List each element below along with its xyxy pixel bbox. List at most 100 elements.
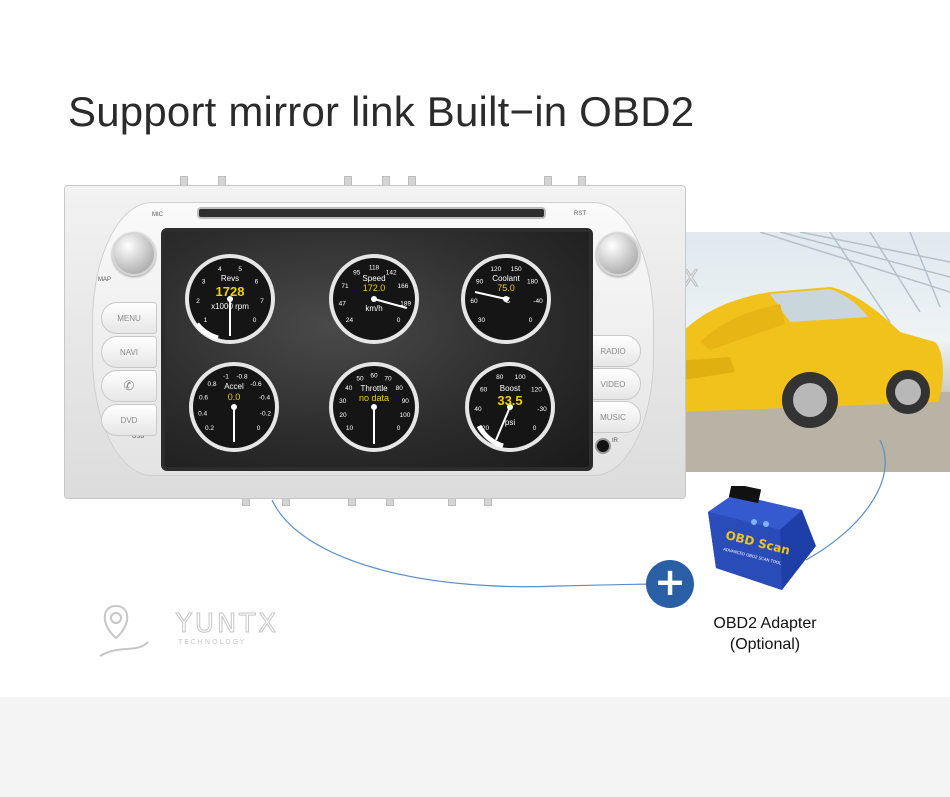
throttle-gauge-tick: 10 [346,425,354,432]
mic-label: MIC [152,212,163,218]
boost-gauge-unit: psi [504,418,516,427]
page-headline: Support mirror link Built−in OBD2 [68,88,695,135]
brand-watermark-bottom: YUNTX TECHNOLOGY [96,598,286,673]
revs-gauge-dial: 1 2 3 4 5 6 7 0 [185,254,275,344]
revs-gauge-tick: 3 [202,279,206,286]
volume-knob[interactable] [112,232,156,276]
boost-gauge-value: 33.5 [497,393,523,408]
boost-gauge-tick: 40 [474,406,482,413]
accel-gauge-tick: 0.2 [205,425,214,432]
coolant-gauge-tick: 90 [476,279,484,286]
revs-gauge-label: Revs [220,274,240,283]
throttle-gauge-tick: 70 [384,376,392,383]
car-photo [640,232,950,472]
adapter-optional-note: (Optional) [729,636,801,653]
speed-gauge-label: Speed [362,274,386,283]
dvd-button[interactable]: DVD [101,404,157,436]
revs-gauge-tick: 5 [238,266,242,273]
throttle-gauge-tick: 0 [397,425,401,432]
throttle-gauge-tick: 60 [370,373,378,380]
throttle-gauge-tick: 40 [345,385,353,392]
throttle-gauge-tick: 90 [402,398,410,405]
coolant-gauge-tick: -40 [533,298,543,305]
accel-gauge-value: 0.0 [227,392,241,402]
rst-label: RST [574,211,586,217]
revs-gauge-unit: x1000 rpm [211,302,249,311]
radio-button[interactable]: RADIO [585,335,641,367]
boost-gauge-label: Boost [499,384,521,393]
usb-label: USB [132,434,145,440]
coolant-gauge-tick: 180 [527,279,538,286]
throttle-gauge-label: Throttle [360,384,388,393]
boost-gauge-tick: 20 [482,425,490,432]
speed-gauge-value: 172.0 [362,283,386,293]
brand-logo-subtext-bottom: TECHNOLOGY [177,638,246,646]
phone-button[interactable]: ✆ [101,370,157,402]
revs-gauge-tick: 1 [204,317,208,324]
boost-gauge-tick: 60 [480,387,488,394]
boost-gauge-tick: 80 [496,374,504,381]
coolant-gauge-tick: 60 [470,298,478,305]
ir-sensor [595,438,611,454]
speed-gauge-tick: 95 [353,270,361,277]
ir-label: IR [612,438,618,444]
speed-gauge-tick: 47 [339,301,347,308]
speed-gauge-tick: 24 [346,317,354,324]
accel-gauge-tick: -0.4 [259,395,271,402]
speed-gauge-tick: 118 [369,265,380,272]
head-unit: MIC RST MAP USB IR MENU NAVI ✆ DVD RADIO… [64,176,686,506]
menu-button[interactable]: MENU [101,302,157,334]
bottom-band [0,697,950,797]
navi-button[interactable]: NAVI [101,336,157,368]
revs-gauge[interactable]: 1 2 3 4 5 6 7 0 Revs 1728 x1000 rpm [183,252,277,346]
coolant-gauge-tick: 30 [478,317,486,324]
music-button[interactable]: MUSIC [585,401,641,433]
adapter-name: OBD2 Adapter [713,615,817,632]
coolant-gauge-unit: °C [501,296,511,305]
accel-gauge-tick: -0.6 [250,381,262,388]
speed-gauge-tick: 166 [398,283,409,290]
accel-gauge-tick: -0.2 [260,411,272,418]
revs-gauge-value: 1728 [215,284,245,299]
speed-gauge-unit: km/h [365,304,383,313]
throttle-gauge-tick: 20 [339,412,347,419]
boost-gauge-tick: 0 [533,425,537,432]
coolant-gauge-label: Coolant [492,274,520,283]
coolant-gauge-tick: 150 [511,266,522,273]
map-label: MAP [98,277,112,283]
obd2-adapter-device: OBD Scan ADVANCED OBD2 SCAN TOOL [694,483,824,601]
throttle-gauge-tick: 100 [400,412,411,419]
accel-gauge-tick: -0.8 [236,374,248,381]
throttle-gauge-tick: 50 [356,376,364,383]
throttle-gauge-tick: 30 [339,398,347,405]
revs-gauge-tick: 0 [253,317,257,324]
brand-logo-text-bottom: YUNTX [175,609,279,639]
revs-gauge-tick: 7 [260,298,264,305]
revs-gauge-tick: 4 [218,266,222,273]
accel-gauge-dial: 0.20.40.60.8-1-0.8-0.6-0.4-0.20 [189,362,279,452]
boost-gauge-tick: 120 [531,387,542,394]
accel-gauge-tick: 0 [257,425,261,432]
speed-gauge-tick: 189 [400,301,411,308]
disc-slot [197,207,546,219]
accel-gauge-tick: 0.8 [207,381,216,388]
accel-gauge-label: Accel [224,382,244,391]
revs-gauge-tick: 2 [196,298,200,305]
boost-gauge-tick: -30 [537,406,547,413]
tuning-knob[interactable] [596,232,640,276]
accel-gauge-tick: 0.4 [198,411,207,418]
speed-gauge-tick: 142 [386,270,397,277]
coolant-gauge-tick: 120 [490,266,501,273]
revs-gauge-tick: 6 [255,279,259,286]
